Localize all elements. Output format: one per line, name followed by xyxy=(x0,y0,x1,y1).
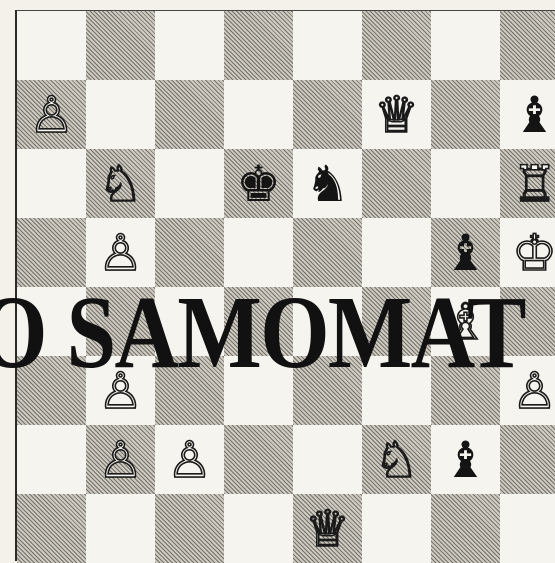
square-r5-c7[interactable]: ♙ xyxy=(500,356,555,425)
square-r2-c0[interactable] xyxy=(17,149,86,218)
square-r3-c6[interactable]: ♝ xyxy=(431,218,500,287)
square-r1-c5[interactable]: ♕ xyxy=(362,80,431,149)
square-r1-c6[interactable] xyxy=(431,80,500,149)
square-r5-c5[interactable] xyxy=(362,356,431,425)
square-r2-c3[interactable]: ♚ xyxy=(224,149,293,218)
square-r1-c4[interactable] xyxy=(293,80,362,149)
black-king-icon[interactable]: ♚ xyxy=(224,149,293,218)
white-queen-icon[interactable]: ♕ xyxy=(293,494,362,563)
black-knight-icon[interactable]: ♞ xyxy=(293,149,362,218)
white-pawn-icon[interactable]: ♙ xyxy=(86,356,155,425)
square-r3-c7[interactable]: ♔ xyxy=(500,218,555,287)
square-r3-c0[interactable] xyxy=(17,218,86,287)
white-knight-icon[interactable]: ♘ xyxy=(86,149,155,218)
square-r0-c7[interactable] xyxy=(500,11,555,80)
black-bishop-icon[interactable]: ♝ xyxy=(431,425,500,494)
square-r1-c1[interactable] xyxy=(86,80,155,149)
square-r2-c2[interactable] xyxy=(155,149,224,218)
square-r2-c1[interactable]: ♘ xyxy=(86,149,155,218)
square-r5-c6[interactable] xyxy=(431,356,500,425)
white-queen-icon[interactable]: ♕ xyxy=(362,80,431,149)
square-r4-c2[interactable] xyxy=(155,287,224,356)
square-r4-c3[interactable] xyxy=(224,287,293,356)
square-r3-c2[interactable] xyxy=(155,218,224,287)
square-r4-c7[interactable] xyxy=(500,287,555,356)
square-r3-c4[interactable] xyxy=(293,218,362,287)
square-r0-c5[interactable] xyxy=(362,11,431,80)
square-r1-c7[interactable]: ♝ xyxy=(500,80,555,149)
white-bishop-icon[interactable]: ♗ xyxy=(431,287,500,356)
square-r0-c0[interactable] xyxy=(17,11,86,80)
square-r3-c3[interactable] xyxy=(224,218,293,287)
white-knight-icon[interactable]: ♘ xyxy=(362,425,431,494)
square-r6-c5[interactable]: ♘ xyxy=(362,425,431,494)
white-pawn-icon[interactable]: ♙ xyxy=(155,425,224,494)
white-rook-icon[interactable]: ♖ xyxy=(500,149,555,218)
square-r7-c7[interactable] xyxy=(500,494,555,563)
square-r5-c2[interactable] xyxy=(155,356,224,425)
black-bishop-icon[interactable]: ♝ xyxy=(431,218,500,287)
square-r0-c3[interactable] xyxy=(224,11,293,80)
square-r0-c2[interactable] xyxy=(155,11,224,80)
chess-board: ♙♕♝♘♚♞♖♙♝♔♗♙♙♙♙♘♝♕ xyxy=(17,11,555,563)
square-r2-c7[interactable]: ♖ xyxy=(500,149,555,218)
square-r2-c6[interactable] xyxy=(431,149,500,218)
square-r0-c6[interactable] xyxy=(431,11,500,80)
square-r5-c3[interactable] xyxy=(224,356,293,425)
white-pawn-icon[interactable]: ♙ xyxy=(17,80,86,149)
square-r6-c2[interactable]: ♙ xyxy=(155,425,224,494)
square-r2-c4[interactable]: ♞ xyxy=(293,149,362,218)
square-r7-c3[interactable] xyxy=(224,494,293,563)
black-bishop-icon[interactable]: ♝ xyxy=(500,80,555,149)
square-r4-c0[interactable] xyxy=(17,287,86,356)
square-r6-c6[interactable]: ♝ xyxy=(431,425,500,494)
square-r1-c3[interactable] xyxy=(224,80,293,149)
square-r1-c2[interactable] xyxy=(155,80,224,149)
square-r6-c7[interactable] xyxy=(500,425,555,494)
square-r6-c0[interactable] xyxy=(17,425,86,494)
square-r0-c1[interactable] xyxy=(86,11,155,80)
square-r3-c5[interactable] xyxy=(362,218,431,287)
square-r5-c1[interactable]: ♙ xyxy=(86,356,155,425)
square-r7-c6[interactable] xyxy=(431,494,500,563)
white-pawn-icon[interactable]: ♙ xyxy=(86,425,155,494)
white-pawn-icon[interactable]: ♙ xyxy=(500,356,555,425)
square-r4-c5[interactable] xyxy=(362,287,431,356)
square-r4-c4[interactable] xyxy=(293,287,362,356)
square-r6-c3[interactable] xyxy=(224,425,293,494)
square-r4-c6[interactable]: ♗ xyxy=(431,287,500,356)
square-r7-c4[interactable]: ♕ xyxy=(293,494,362,563)
square-r5-c0[interactable] xyxy=(17,356,86,425)
square-r3-c1[interactable]: ♙ xyxy=(86,218,155,287)
square-r7-c0[interactable] xyxy=(17,494,86,563)
square-r2-c5[interactable] xyxy=(362,149,431,218)
square-r1-c0[interactable]: ♙ xyxy=(17,80,86,149)
square-r6-c1[interactable]: ♙ xyxy=(86,425,155,494)
square-r6-c4[interactable] xyxy=(293,425,362,494)
square-r4-c1[interactable] xyxy=(86,287,155,356)
square-r5-c4[interactable] xyxy=(293,356,362,425)
square-r7-c2[interactable] xyxy=(155,494,224,563)
white-pawn-icon[interactable]: ♙ xyxy=(86,218,155,287)
square-r7-c5[interactable] xyxy=(362,494,431,563)
square-r7-c1[interactable] xyxy=(86,494,155,563)
square-r0-c4[interactable] xyxy=(293,11,362,80)
white-king-icon[interactable]: ♔ xyxy=(500,218,555,287)
